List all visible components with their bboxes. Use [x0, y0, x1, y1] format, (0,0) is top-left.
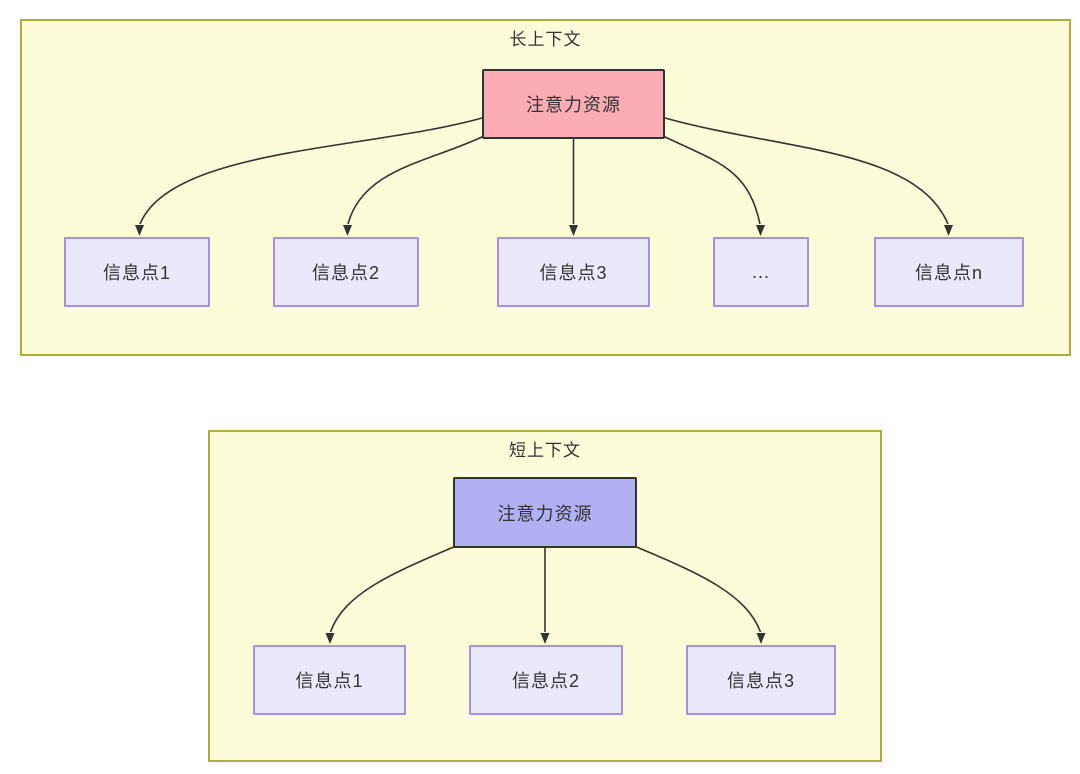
- info-node-long-2: 信息点2: [273, 237, 419, 307]
- info-node-long-ellipsis: ...: [713, 237, 809, 307]
- attention-node-short: 注意力资源: [453, 477, 637, 548]
- info-node-short-1: 信息点1: [253, 645, 406, 715]
- info-node-short-3: 信息点3: [686, 645, 836, 715]
- info-node-long-1: 信息点1: [64, 237, 210, 307]
- info-node-short-2: 信息点2: [469, 645, 623, 715]
- panel-long-title: 长上下文: [509, 30, 582, 49]
- attention-node-long: 注意力资源: [482, 69, 665, 139]
- panel-short-title: 短上下文: [509, 441, 581, 460]
- info-node-long-n: 信息点n: [874, 237, 1024, 307]
- info-node-long-3: 信息点3: [497, 237, 650, 307]
